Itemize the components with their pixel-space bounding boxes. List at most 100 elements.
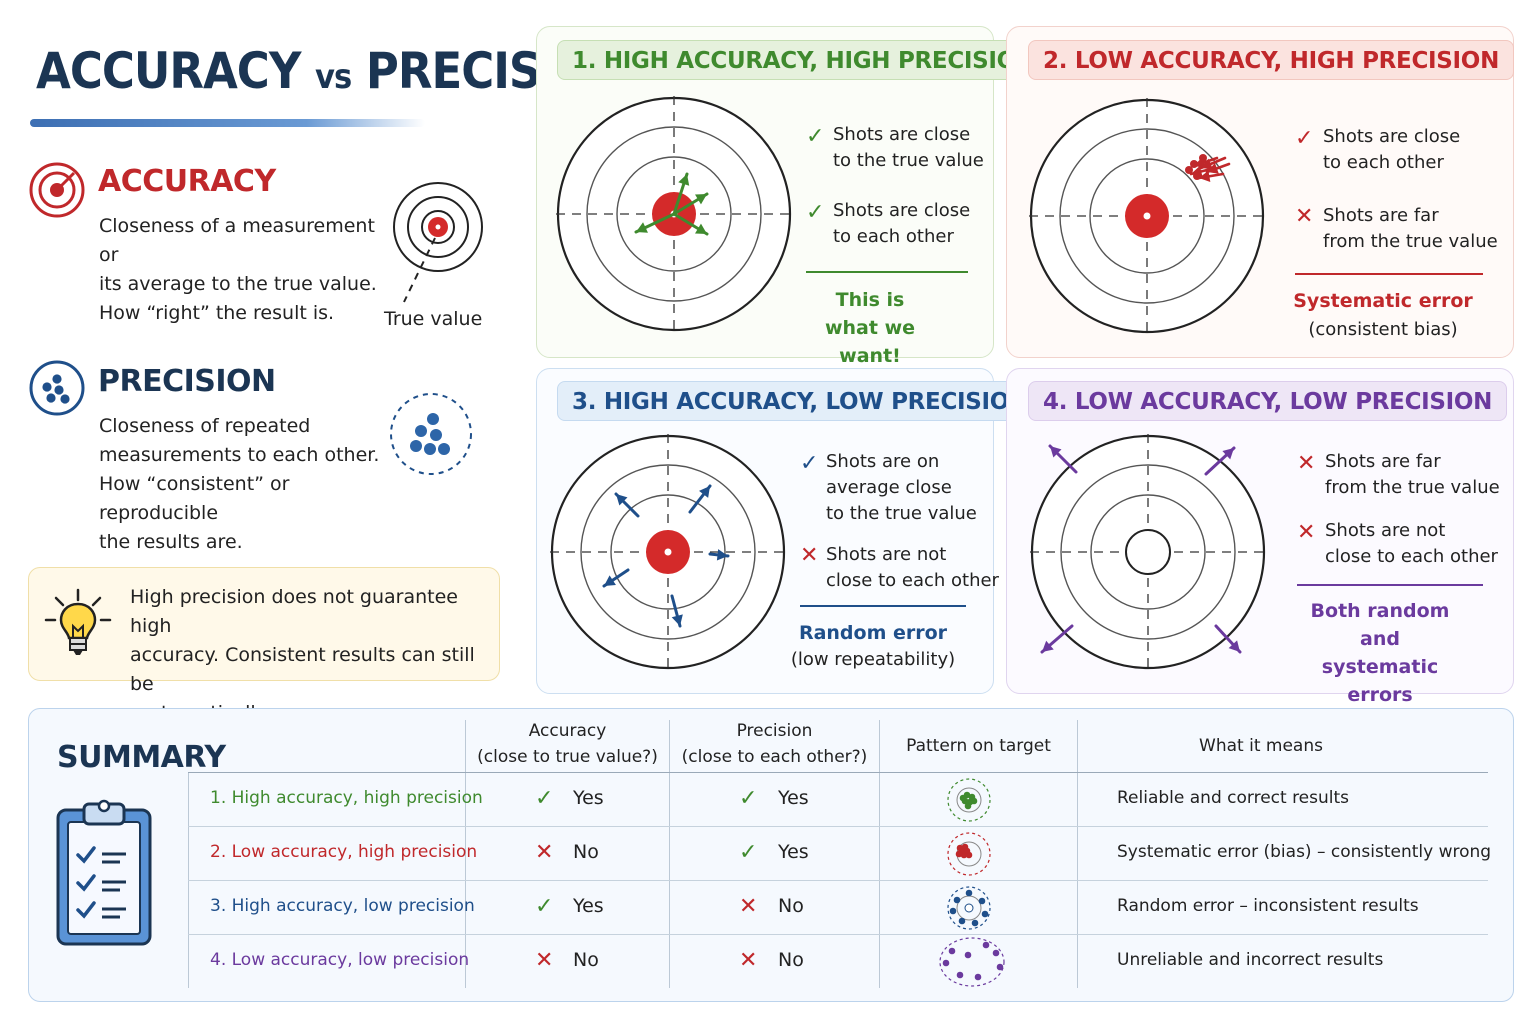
table-cell-accuracy: Yes: [573, 787, 604, 809]
shot-arrowhead: [1050, 446, 1062, 458]
table-cell-meaning: Unreliable and incorrect results: [1117, 950, 1384, 970]
summary-title: SUMMARY: [57, 740, 226, 775]
panel-1-title: 1. HIGH ACCURACY, HIGH PRECISION: [557, 40, 1050, 80]
pattern-mini-target: [938, 773, 1008, 827]
panel-3-target: [550, 434, 786, 670]
shot-arrowhead: [678, 174, 690, 186]
mini-shot: [970, 797, 978, 805]
check-icon: ✓: [806, 200, 825, 225]
table-divider: [188, 772, 1488, 773]
pattern-mini-target: [938, 827, 1008, 881]
panel-3-divider: [800, 605, 966, 607]
table-row-label: 1. High accuracy, high precision: [210, 788, 483, 808]
title-accuracy: ACCURACY: [36, 42, 301, 100]
cross-icon: ✕: [1297, 451, 1316, 476]
panel-2-conclusion: Systematic error: [1293, 290, 1473, 312]
column-header-pattern: Pattern on target: [906, 736, 1051, 756]
pattern-mini-target: [938, 935, 1008, 989]
mini-shot: [971, 919, 979, 927]
panel-1-divider: [806, 271, 968, 273]
mini-shot: [982, 941, 990, 949]
tip-text: High precision does not guarantee high a…: [130, 586, 475, 724]
shot-arrowhead: [636, 222, 648, 233]
panel-1-conclusion: This is what we want!: [824, 289, 916, 367]
panel-2-point-1: Shots are close to each other: [1323, 126, 1461, 173]
precision-definition: Closeness of repeated measurements to ea…: [99, 415, 380, 553]
mini-ring: [947, 832, 991, 876]
panel-4-point-2: Shots are not close to each other: [1325, 520, 1498, 567]
true-value-target-icon: [390, 180, 490, 310]
pattern-mini-target: [938, 881, 1008, 935]
table-divider: [188, 880, 1488, 881]
shot-cluster: [1199, 154, 1207, 162]
panel-3-conclusion: Random error: [798, 622, 948, 644]
panel-1-target: [556, 96, 792, 332]
accuracy-target-icon: [28, 161, 86, 219]
title-underline: [30, 119, 425, 127]
panel-4-target: [1030, 434, 1266, 670]
check-icon: ✓: [739, 840, 758, 865]
shot-arrowhead: [1042, 640, 1054, 652]
shot-cluster: [1193, 172, 1201, 180]
shot-arrowhead: [1199, 170, 1211, 182]
mini-shot: [996, 963, 1004, 971]
table-divider: [465, 720, 466, 988]
target-ring: [586, 126, 762, 302]
shot-arrowhead: [699, 486, 710, 498]
mini-ring: [947, 778, 991, 822]
cross-icon: ✕: [535, 840, 554, 865]
cross-icon: ✕: [739, 948, 758, 973]
table-cell-accuracy: No: [573, 949, 599, 971]
bullseye-center: [664, 548, 672, 556]
shot-cluster: [1185, 166, 1193, 174]
table-row-label: 4. Low accuracy, low precision: [210, 950, 470, 970]
target-ring: [616, 156, 732, 272]
summary-table-card: [28, 708, 1514, 1002]
check-icon: ✓: [535, 786, 554, 811]
precision-heading: PRECISION: [98, 364, 276, 399]
tip-callout: [28, 567, 500, 681]
mini-shot: [942, 959, 950, 967]
cross-icon: ✕: [1295, 204, 1314, 229]
table-divider: [1077, 720, 1078, 988]
shot-arrowhead: [1207, 162, 1219, 174]
panel-3-conclusion-sub: (low repeatability): [790, 649, 956, 670]
panel-2-title: 2. LOW ACCURACY, HIGH PRECISION: [1028, 40, 1515, 80]
table-cell-meaning: Reliable and correct results: [1117, 788, 1350, 808]
check-icon: ✓: [1295, 126, 1314, 151]
column-header-accuracy: Accuracy (close to true value?): [477, 721, 658, 767]
shot-arrowhead: [604, 575, 616, 586]
mini-shot: [978, 897, 986, 905]
panel-3-title: 3. HIGH ACCURACY, LOW PRECISION: [557, 381, 1044, 421]
mini-shot: [974, 973, 982, 981]
panel-4-divider: [1297, 584, 1483, 586]
mini-ring: [956, 787, 982, 813]
mini-shot: [958, 917, 966, 925]
precision-cluster-icon: [388, 391, 476, 479]
target-ring: [1089, 158, 1205, 274]
check-icon: ✓: [535, 894, 554, 919]
shot-arrowhead: [1222, 448, 1234, 460]
panel-2-target: [1029, 98, 1265, 334]
table-cell-meaning: Random error – inconsistent results: [1117, 896, 1419, 916]
table-row-label: 2. Low accuracy, high precision: [210, 842, 478, 862]
shot-arrowhead: [716, 549, 728, 561]
panel-4-title: 4. LOW ACCURACY, LOW PRECISION: [1028, 381, 1508, 421]
table-divider: [669, 720, 670, 988]
target-ring: [1060, 464, 1236, 640]
shot-arrowhead: [695, 223, 707, 234]
shot-arrowhead: [616, 494, 628, 506]
panel-4-conclusion: Both random and systematic errors: [1310, 600, 1450, 706]
mini-shot: [959, 794, 967, 802]
shot-cluster: [1190, 160, 1198, 168]
panel-1-point-1: Shots are close to the true value: [833, 124, 984, 171]
panel-2-conclusion-sub: (consistent bias): [1308, 319, 1458, 340]
shot-arrowhead: [1201, 158, 1213, 170]
title-vs: vs: [315, 57, 352, 97]
panel-4-point-1: Shots are far from the true value: [1325, 451, 1500, 498]
shot-arrowhead: [671, 614, 683, 626]
mini-shot: [965, 851, 973, 859]
panel-2-point-2: Shots are far from the true value: [1323, 205, 1498, 252]
table-divider: [879, 720, 880, 988]
table-cell-precision: No: [778, 895, 804, 917]
